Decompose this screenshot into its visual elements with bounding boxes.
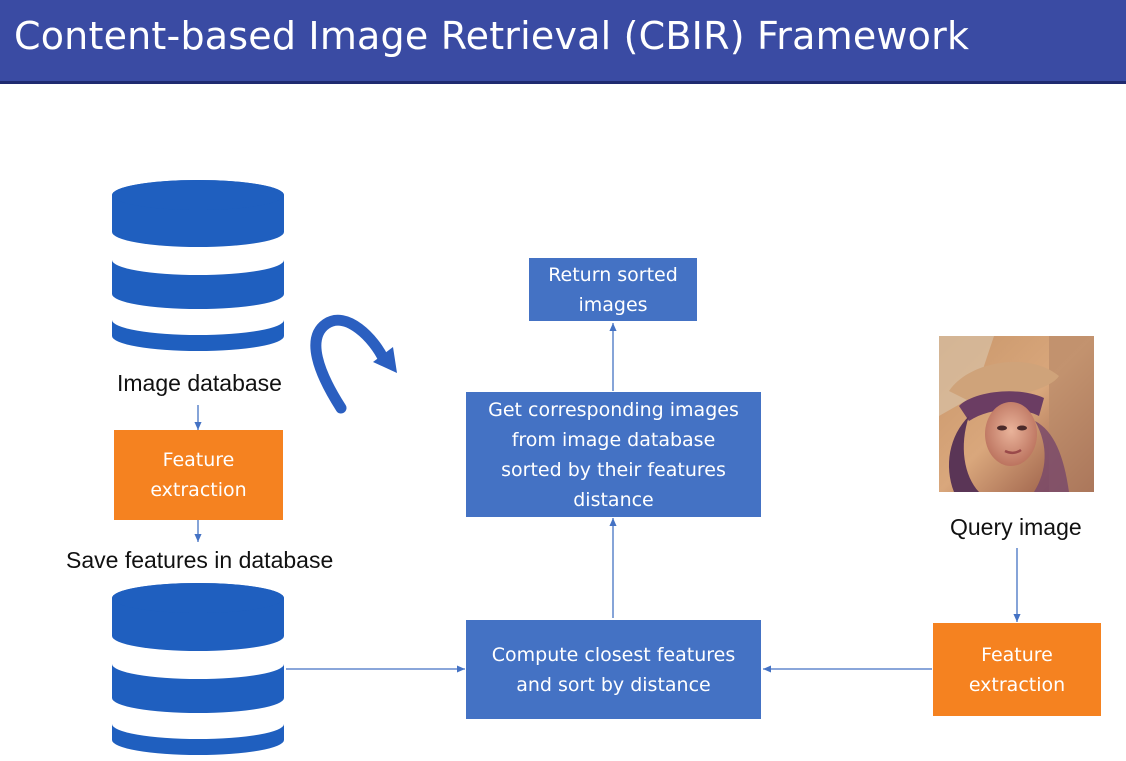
feature-extraction-right-text: Feature extraction (968, 643, 1066, 696)
query-image-label: Query image (950, 514, 1082, 540)
return-sorted-images-box: Return sorted images (529, 258, 697, 321)
curved-arrow-icon (310, 314, 397, 414)
title-bar: Content-based Image Retrieval (CBIR) Fra… (0, 0, 1126, 84)
feature-extraction-box-left: Feature extraction (114, 430, 283, 520)
return-sorted-images-text: Return sorted images (548, 263, 678, 316)
slide-title: Content-based Image Retrieval (CBIR) Fra… (14, 14, 970, 58)
get-corresponding-images-text: Get corresponding images from image data… (488, 398, 739, 511)
compute-closest-features-text: Compute closest features and sort by dis… (491, 643, 736, 696)
save-features-label: Save features in database (66, 547, 334, 573)
compute-closest-features-box: Compute closest features and sort by dis… (466, 620, 761, 719)
database-icon (112, 583, 284, 755)
feature-extraction-left-text: Feature extraction (150, 449, 247, 501)
database-icon (112, 180, 284, 351)
feature-extraction-box-right: Feature extraction (933, 623, 1101, 716)
connectors (194, 323, 1021, 673)
image-database-label: Image database (117, 370, 282, 396)
query-photo (939, 336, 1094, 492)
get-corresponding-images-box: Get corresponding images from image data… (466, 392, 761, 517)
